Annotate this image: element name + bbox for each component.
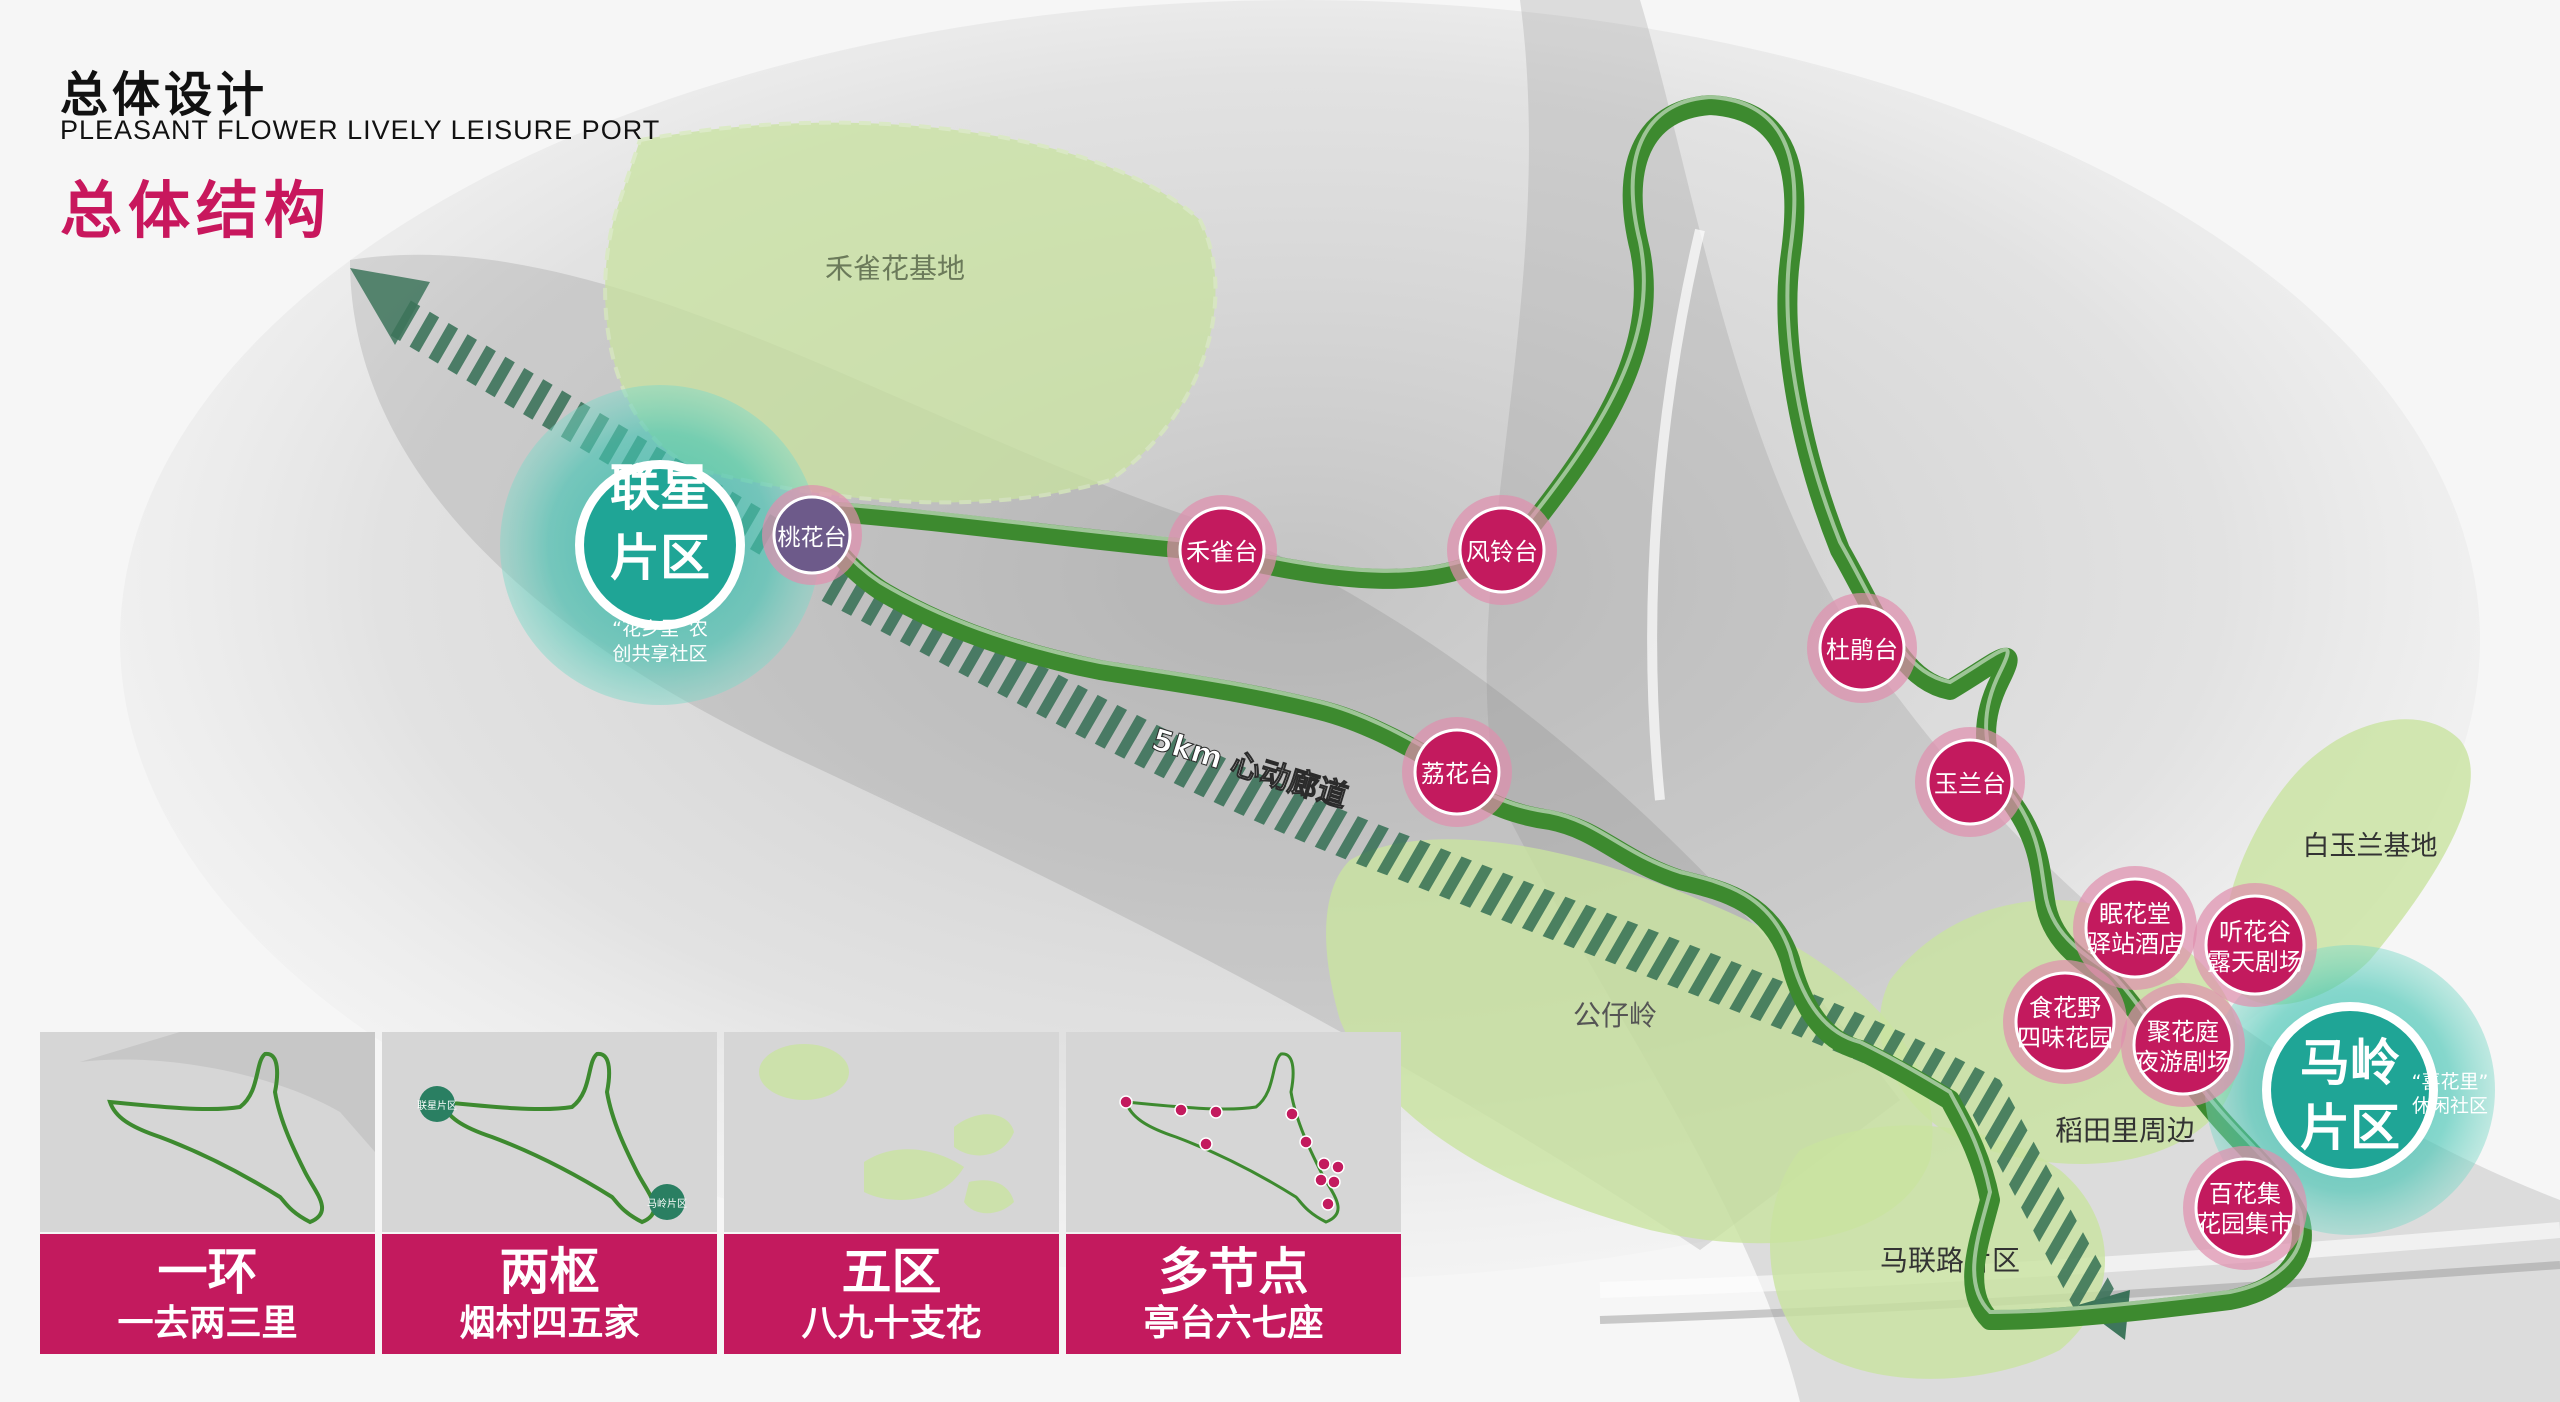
hub-lianxing-line1: 联星 xyxy=(610,459,710,517)
node-juhuating[interactable]: 聚花庭 夜游剧场 xyxy=(2121,983,2245,1107)
caption-two-hubs-title: 两枢 xyxy=(499,1243,600,1301)
thumb-five-zones[interactable] xyxy=(724,1032,1059,1232)
hub-lianxing-sub2: 创共享社区 xyxy=(612,643,707,665)
node-line1-tinghuagu: 听花谷 xyxy=(2219,918,2291,946)
hub-lianxing-sub1: “花乡里”农 xyxy=(612,618,708,640)
thumb-ring[interactable] xyxy=(40,1032,375,1232)
node-line2-juhuating: 夜游剧场 xyxy=(2135,1048,2231,1076)
hub-maling-sub2: 休闲社区 xyxy=(2412,1095,2488,1117)
zone-label-daotianli: 稻田里周边 xyxy=(2055,1114,2195,1147)
zone-label-bailan: 白玉兰基地 xyxy=(2303,831,2438,862)
node-label-fengling: 风铃台 xyxy=(1466,538,1538,566)
hub-maling-sub1: “喜花里” xyxy=(2412,1071,2489,1093)
caption-two-hubs: 两枢 烟村四五家 xyxy=(382,1234,717,1354)
thumb-two-hubs[interactable]: 联星片区 马岭片区 xyxy=(382,1032,717,1232)
node-mianhuatang[interactable]: 眠花堂 驿站酒店 xyxy=(2073,866,2197,990)
hub-lianxing[interactable]: 联星 片区 “花乡里”农 创共享社区 xyxy=(500,385,820,705)
node-line1-juhuating: 聚花庭 xyxy=(2147,1018,2219,1046)
hub-maling-line2: 片区 xyxy=(2300,1099,2400,1157)
thumb-multi-nodes[interactable] xyxy=(1066,1032,1401,1232)
node-line2-tinghuagu: 露天剧场 xyxy=(2207,948,2303,976)
node-yulan[interactable]: 玉兰台 xyxy=(1915,727,2025,837)
node-label-yulan: 玉兰台 xyxy=(1934,770,2006,798)
structure-thumbnails: 联星片区 马岭片区 一环 一去两三里 两枢 xyxy=(40,1032,1401,1357)
hub-maling-line1: 马岭 xyxy=(2300,1034,2400,1092)
node-hequetai[interactable]: 禾雀台 xyxy=(1167,495,1277,605)
thumb-hub-b: 马岭片区 xyxy=(647,1197,687,1210)
node-label-taohua: 桃花台 xyxy=(778,525,847,551)
caption-ring-title: 一环 xyxy=(157,1243,258,1301)
node-label-hequetai: 禾雀台 xyxy=(1186,538,1258,566)
node-fengling[interactable]: 风铃台 xyxy=(1447,495,1557,605)
node-line2-mianhuatang: 驿站酒店 xyxy=(2087,930,2183,958)
node-dujuan[interactable]: 杜鹃台 xyxy=(1807,593,1917,703)
node-baihuaji[interactable]: 百花集 花园集市 xyxy=(2183,1146,2307,1270)
node-line1-shihuaye: 食花野 xyxy=(2029,994,2101,1022)
caption-five-zones: 五区 八九十支花 xyxy=(724,1234,1059,1354)
caption-ring: 一环 一去两三里 xyxy=(40,1234,375,1354)
zone-label-hequehua: 禾雀花基地 xyxy=(825,252,965,285)
node-line2-shihuaye: 四味花园 xyxy=(2017,1024,2113,1052)
node-line2-baihuaji: 花园集市 xyxy=(2197,1210,2293,1238)
zone-hequehua: 禾雀花基地 xyxy=(603,120,1218,505)
caption-two-hubs-verse: 烟村四五家 xyxy=(459,1303,640,1344)
node-label-dujuan: 杜鹃台 xyxy=(1826,636,1898,664)
page-subtitle: 总体结构 xyxy=(60,174,333,247)
node-tinghuagu[interactable]: 听花谷 露天剧场 xyxy=(2193,883,2317,1007)
caption-ring-verse: 一去两三里 xyxy=(117,1303,298,1344)
caption-five-zones-title: 五区 xyxy=(841,1243,942,1301)
caption-multi-nodes-title: 多节点 xyxy=(1158,1243,1309,1301)
node-lihua[interactable]: 荔花台 xyxy=(1402,717,1512,827)
node-line1-mianhuatang: 眠花堂 xyxy=(2099,900,2171,928)
node-label-lihua: 荔花台 xyxy=(1421,760,1493,788)
node-shihuaye[interactable]: 食花野 四味花园 xyxy=(2003,960,2127,1084)
page-title-english: PLEASANT FLOWER LIVELY LEISURE PORT xyxy=(60,115,661,145)
zone-label-malianlu: 马联路片区 xyxy=(1880,1244,2020,1277)
caption-multi-nodes: 多节点 亭台六七座 xyxy=(1066,1234,1401,1354)
page-title: 总体设计 xyxy=(60,67,269,123)
caption-multi-nodes-verse: 亭台六七座 xyxy=(1143,1303,1324,1344)
zone-label-gongzailing: 公仔岭 xyxy=(1573,999,1657,1032)
thumb-hub-a: 联星片区 xyxy=(417,1099,457,1112)
node-line1-baihuaji: 百花集 xyxy=(2209,1180,2281,1208)
hub-lianxing-line2: 片区 xyxy=(610,529,710,587)
node-taohua[interactable]: 桃花台 xyxy=(762,485,862,585)
caption-five-zones-verse: 八九十支花 xyxy=(801,1303,982,1344)
